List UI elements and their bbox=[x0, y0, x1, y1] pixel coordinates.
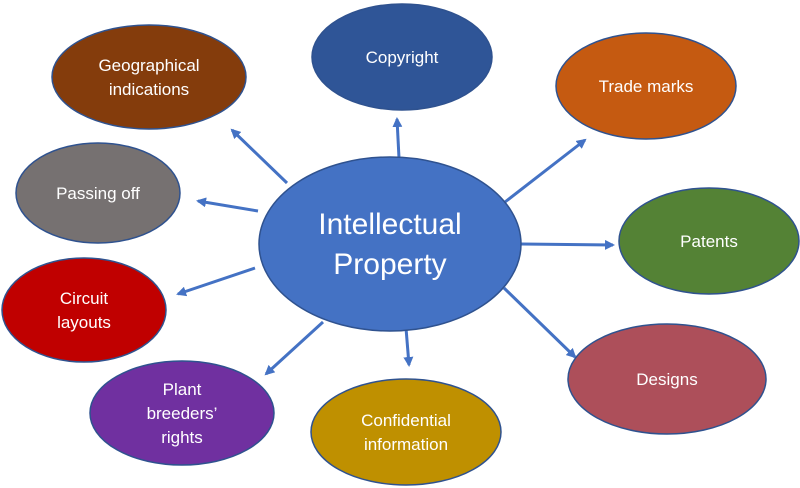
node-geographical-indications: Geographical indications bbox=[51, 24, 247, 130]
center-label: Intellectual bbox=[318, 208, 461, 241]
node-ellipse-plant-breeders-rights bbox=[89, 360, 275, 466]
node-label-geographical-indications: indications bbox=[109, 80, 189, 99]
node-label-passing-off: Passing off bbox=[56, 184, 140, 203]
node-label-confidential-information: Confidential bbox=[361, 411, 451, 430]
node-ellipse-passing-off bbox=[15, 142, 181, 244]
arrow-to-confidential-information bbox=[403, 327, 414, 367]
node-ellipse-patents bbox=[618, 187, 800, 295]
node-label-plant-breeders-rights: rights bbox=[161, 428, 203, 447]
node-label-patents: Patents bbox=[680, 232, 738, 251]
arrow-to-passing-off bbox=[196, 197, 259, 213]
node-label-plant-breeders-rights: Plant bbox=[163, 380, 202, 399]
node-patents: Patents bbox=[618, 187, 800, 295]
node-ellipse-designs bbox=[567, 323, 767, 435]
arrows-layer bbox=[176, 117, 615, 376]
node-ellipse-geographical-indications bbox=[51, 24, 247, 130]
center-label: Property bbox=[333, 248, 446, 281]
node-copyright: Copyright bbox=[311, 3, 493, 111]
node-label-trade-marks: Trade marks bbox=[599, 77, 694, 96]
arrow-to-trade-marks bbox=[504, 138, 587, 204]
arrow-to-copyright bbox=[392, 117, 403, 159]
node-label-circuit-layouts: Circuit bbox=[60, 289, 108, 308]
node-plant-breeders-rights: Plant breeders’ rights bbox=[89, 360, 275, 466]
node-label-designs: Designs bbox=[636, 370, 697, 389]
node-designs: Designs bbox=[567, 323, 767, 435]
node-label-circuit-layouts: layouts bbox=[57, 313, 111, 332]
node-passing-off: Passing off bbox=[15, 142, 181, 244]
node-ellipse-circuit-layouts bbox=[1, 257, 167, 363]
arrow-to-patents bbox=[520, 239, 615, 250]
node-ellipse-confidential-information bbox=[310, 378, 502, 486]
node-trade-marks: Trade marks bbox=[555, 32, 737, 140]
node-confidential-information: Confidential information bbox=[310, 378, 502, 486]
node-label-confidential-information: information bbox=[364, 435, 448, 454]
arrow-to-plant-breeders-rights bbox=[264, 320, 325, 376]
node-label-copyright: Copyright bbox=[366, 48, 439, 67]
node-ellipse-copyright bbox=[311, 3, 493, 111]
node-ellipse-trade-marks bbox=[555, 32, 737, 140]
node-label-plant-breeders-rights: breeders’ bbox=[147, 404, 218, 423]
arrow-to-circuit-layouts bbox=[176, 266, 256, 297]
node-circuit-layouts: Circuit layouts bbox=[1, 257, 167, 363]
arrow-to-designs bbox=[502, 286, 577, 359]
center-ellipse bbox=[258, 156, 522, 332]
node-label-geographical-indications: Geographical bbox=[98, 56, 199, 75]
arrow-to-geographical-indications bbox=[230, 128, 289, 185]
